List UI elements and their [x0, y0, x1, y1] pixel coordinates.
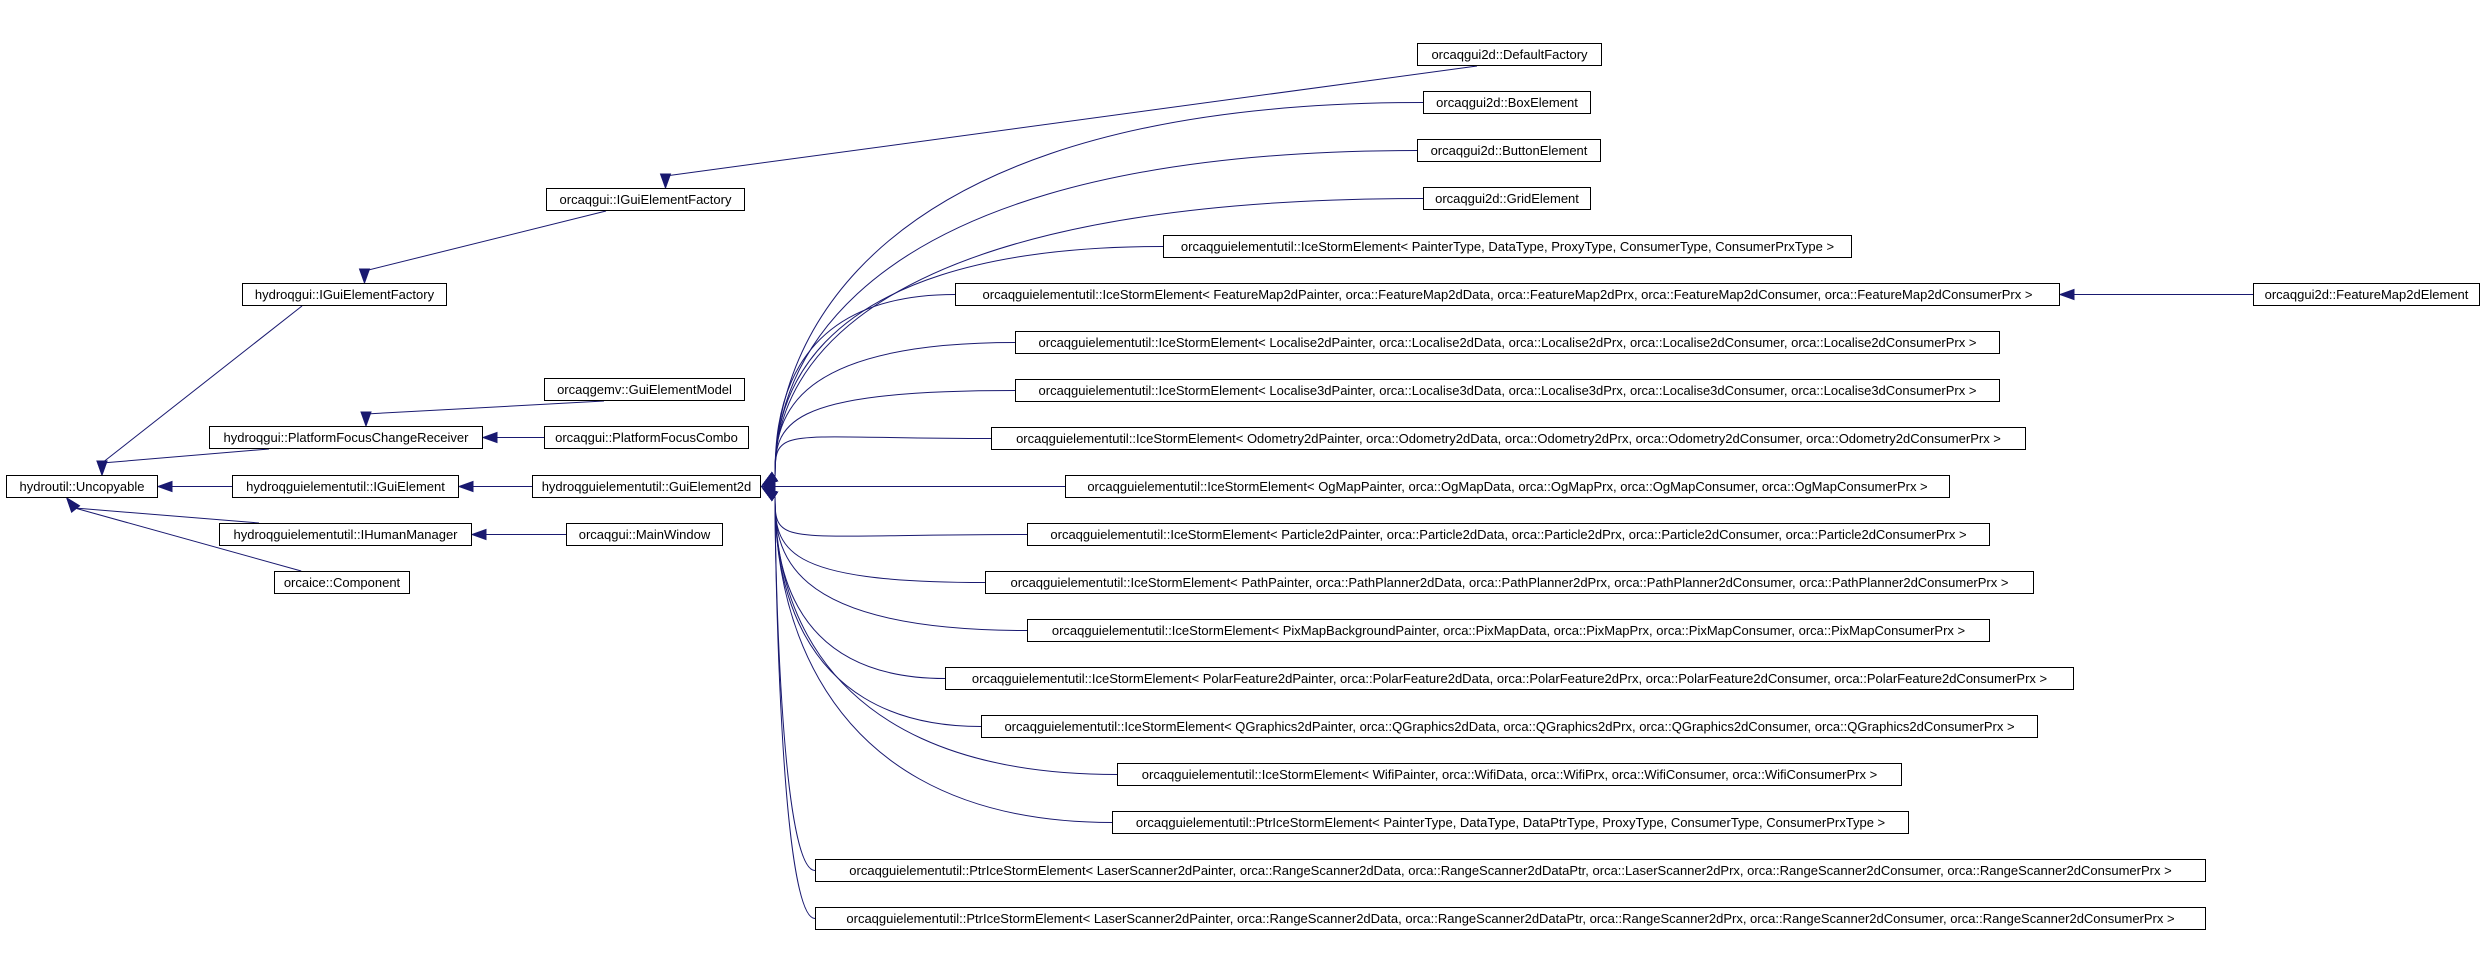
node-orcaqgui2d-boxelement[interactable]: orcaqgui2d::BoxElement [1423, 91, 1591, 114]
inheritance-arrowhead [360, 411, 372, 428]
node-icestormelement-generic[interactable]: orcaqguielementutil::IceStormElement< Pa… [1163, 235, 1852, 258]
inheritance-arrowhead [65, 496, 81, 513]
inheritance-edge [774, 496, 1113, 823]
node-icestormelement-localise2d[interactable]: orcaqguielementutil::IceStormElement< Lo… [1015, 331, 2000, 354]
node-hydroutil-uncopyable[interactable]: hydroutil::Uncopyable [6, 475, 158, 498]
inheritance-arrowhead [759, 480, 776, 493]
node-icestormelement-polarfeature2d[interactable]: orcaqguielementutil::IceStormElement< Po… [945, 667, 2074, 690]
inheritance-edge [774, 496, 946, 679]
node-ptricestormelement-rangescanner2d[interactable]: orcaqguielementutil::PtrIceStormElement<… [815, 907, 2206, 930]
node-hydroqguielementutil-guielement2d[interactable]: hydroqguielementutil::GuiElement2d [532, 475, 761, 498]
inheritance-edge [774, 294, 956, 477]
node-icestormelement-wifi[interactable]: orcaqguielementutil::IceStormElement< Wi… [1117, 763, 1902, 786]
node-orcaqgui2d-featuremap2delement[interactable]: orcaqgui2d::FeatureMap2dElement [2253, 283, 2480, 306]
inheritance-edge [774, 496, 816, 871]
node-orcaqgui-mainwindow[interactable]: orcaqgui::MainWindow [566, 523, 723, 546]
node-icestormelement-pathplanner2d[interactable]: orcaqguielementutil::IceStormElement< Pa… [985, 571, 2034, 594]
inheritance-edge-tail [74, 507, 76, 510]
inheritance-edge [774, 496, 1028, 537]
inheritance-edge [365, 400, 605, 415]
node-icestormelement-featuremap2d[interactable]: orcaqguielementutil::IceStormElement< Fe… [955, 283, 2060, 306]
node-hydroqguielementutil-iguielement[interactable]: hydroqguielementutil::IGuiElement [232, 475, 459, 498]
inheritance-edge [774, 496, 986, 583]
inheritance-edge [74, 507, 302, 572]
node-orcaqgui2d-gridelement[interactable]: orcaqgui2d::GridElement [1423, 187, 1591, 210]
node-orcaqgui2d-defaultfactory[interactable]: orcaqgui2d::DefaultFactory [1417, 43, 1602, 66]
node-hydroqgui-iguielementfactory[interactable]: hydroqgui::IGuiElementFactory [242, 283, 447, 306]
node-ptricestormelement-generic[interactable]: orcaqguielementutil::PtrIceStormElement<… [1112, 811, 1909, 834]
inheritance-arrowhead [481, 431, 498, 444]
node-hydroqgui-platformfocuschangereceiver[interactable]: hydroqgui::PlatformFocusChangeReceiver [209, 426, 483, 449]
inheritance-arrowhead [470, 528, 487, 541]
node-icestormelement-odometry2d[interactable]: orcaqguielementutil::IceStormElement< Od… [991, 427, 2026, 450]
node-ptricestormelement-laserscanner2d[interactable]: orcaqguielementutil::PtrIceStormElement<… [815, 859, 2206, 882]
node-hydroqguielementutil-ihumanmanager[interactable]: hydroqguielementutil::IHumanManager [219, 523, 472, 546]
inheritance-edge [774, 496, 982, 727]
inheritance-edge [101, 305, 303, 464]
node-orcaqgui-iguielementfactory[interactable]: orcaqgui::IGuiElementFactory [546, 188, 745, 211]
inheritance-edge [364, 210, 607, 272]
node-icestormelement-particle2d[interactable]: orcaqguielementutil::IceStormElement< Pa… [1027, 523, 1990, 546]
node-orcaqgui-platformfocuscombo[interactable]: orcaqgui::PlatformFocusCombo [544, 426, 749, 449]
node-orcaqgemv-guielementmodel[interactable]: orcaqgemv::GuiElementModel [544, 378, 745, 401]
inheritance-edge [774, 390, 1016, 477]
inheritance-arrowhead [156, 480, 173, 493]
node-icestormelement-ogmap[interactable]: orcaqguielementutil::IceStormElement< Og… [1065, 475, 1950, 498]
inheritance-edge [774, 496, 816, 919]
inheritance-edge [665, 65, 1478, 177]
node-orcaice-component[interactable]: orcaice::Component [274, 571, 410, 594]
node-icestormelement-localise3d[interactable]: orcaqguielementutil::IceStormElement< Lo… [1015, 379, 2000, 402]
inheritance-edge [101, 448, 270, 464]
inheritance-arrowhead [457, 480, 474, 493]
inheritance-edge [74, 507, 260, 524]
inheritance-arrowhead [96, 460, 108, 477]
node-icestormelement-qgraphics2d[interactable]: orcaqguielementutil::IceStormElement< QG… [981, 715, 2038, 738]
inheritance-arrowhead [358, 268, 371, 285]
node-icestormelement-pixmap[interactable]: orcaqguielementutil::IceStormElement< Pi… [1027, 619, 1990, 642]
node-orcaqgui2d-buttonelement[interactable]: orcaqgui2d::ButtonElement [1417, 139, 1601, 162]
inheritance-arrowhead [2058, 288, 2075, 301]
inheritance-arrowhead [659, 173, 672, 190]
inheritance-edge [774, 342, 1016, 477]
inheritance-edge [774, 436, 992, 477]
